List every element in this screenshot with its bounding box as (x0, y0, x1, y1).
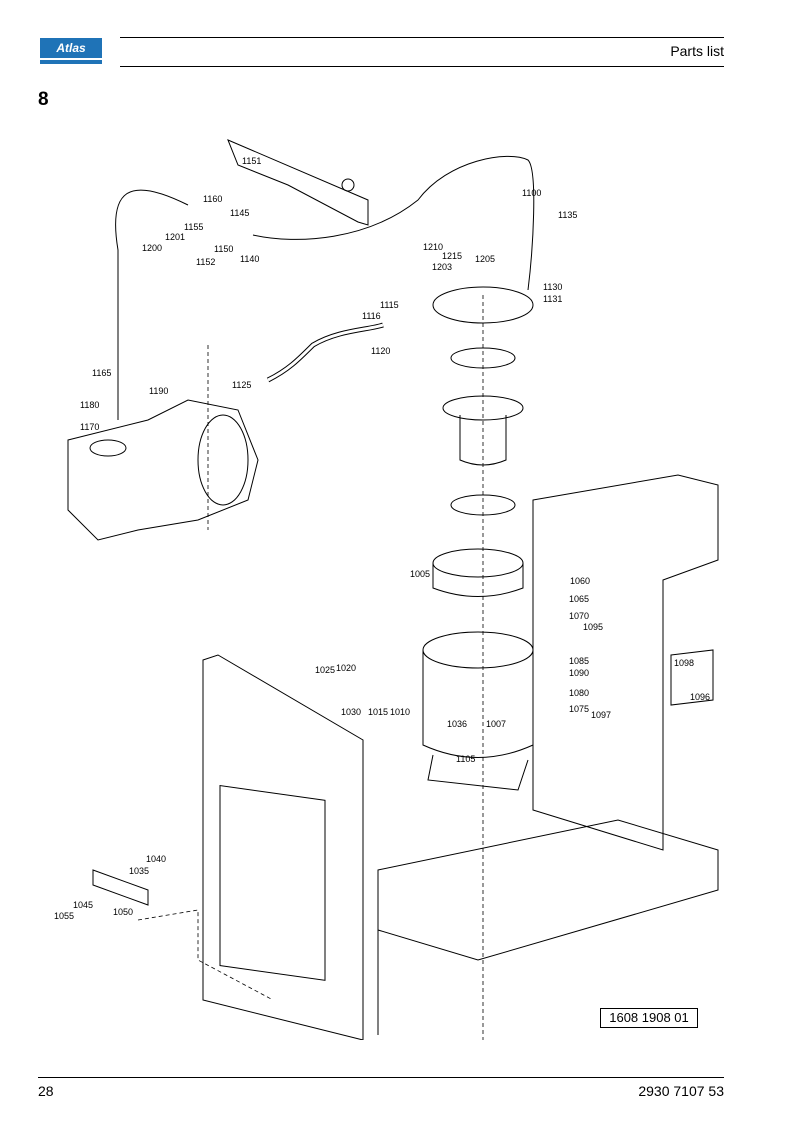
callout-1131: 1131 (543, 294, 562, 304)
callout-1045: 1045 (73, 900, 93, 910)
callout-1130: 1130 (543, 282, 562, 292)
callout-1125: 1125 (232, 380, 251, 390)
callout-1095: 1095 (583, 622, 603, 632)
callout-1155: 1155 (184, 222, 203, 232)
callout-1096: 1096 (690, 692, 710, 702)
header-rule-top (120, 37, 724, 38)
callout-1115: 1115 (380, 300, 399, 310)
atlas-copco-logo: Atlas Copco (40, 38, 102, 75)
oil-pipe-1120 (266, 322, 384, 383)
footer-rule (38, 1077, 724, 1078)
callout-1145: 1145 (230, 208, 249, 218)
oil-separator-vessel (422, 631, 534, 669)
footer-page-number: 28 (38, 1083, 54, 1099)
callout-1180: 1180 (80, 400, 99, 410)
sensor-bracket (92, 869, 149, 906)
callout-1015: 1015 (368, 707, 388, 717)
callout-1005: 1005 (410, 569, 430, 579)
callout-1090: 1090 (569, 668, 589, 678)
compressor-element (67, 399, 259, 541)
callout-1030: 1030 (341, 707, 361, 717)
section-number: 8 (38, 89, 49, 110)
page-title: Parts list (670, 43, 724, 59)
callout-1007: 1007 (486, 719, 506, 729)
callout-1020: 1020 (336, 663, 356, 673)
callout-1098: 1098 (674, 658, 694, 668)
base-frame (377, 819, 719, 961)
callout-1201: 1201 (165, 232, 185, 242)
header-rule-bottom (120, 66, 724, 67)
callout-1210: 1210 (423, 242, 443, 252)
callout-1150: 1150 (214, 244, 233, 254)
logo-underline (40, 60, 102, 64)
logo-wordmark: Atlas Copco (40, 38, 102, 75)
callout-1190: 1190 (149, 386, 168, 396)
mounting-plate (227, 139, 369, 226)
callout-1140: 1140 (240, 254, 259, 264)
callout-1100: 1100 (522, 188, 541, 198)
callout-1070: 1070 (569, 611, 589, 621)
callout-1010: 1010 (390, 707, 410, 717)
callout-1200: 1200 (142, 243, 162, 253)
hose-1135 (115, 189, 189, 420)
callout-1152: 1152 (196, 257, 215, 267)
separator-element (432, 548, 524, 578)
callout-1085: 1085 (569, 656, 589, 666)
callout-1055: 1055 (54, 911, 74, 921)
callout-1035: 1035 (129, 866, 149, 876)
plug-box (670, 649, 714, 706)
callout-1170: 1170 (80, 422, 99, 432)
callout-1040: 1040 (146, 854, 166, 864)
callout-1116: 1116 (362, 311, 381, 321)
door-grille (219, 785, 326, 981)
callout-1060: 1060 (570, 576, 590, 586)
callout-1151: 1151 (242, 156, 261, 166)
callout-1135: 1135 (558, 210, 577, 220)
callout-1065: 1065 (569, 594, 589, 604)
callout-1080: 1080 (569, 688, 589, 698)
callout-1203: 1203 (432, 262, 452, 272)
callout-1050: 1050 (113, 907, 133, 917)
callout-1120: 1120 (371, 346, 390, 356)
callout-1160: 1160 (203, 194, 222, 204)
callout-1097: 1097 (591, 710, 611, 720)
callout-1036: 1036 (447, 719, 467, 729)
callout-1165: 1165 (92, 368, 111, 378)
figure-code: 1608 1908 01 (600, 1008, 698, 1028)
callout-1025: 1025 (315, 665, 335, 675)
frame-right (532, 474, 719, 851)
callout-1075: 1075 (569, 704, 589, 714)
footer-document-number: 2930 7107 53 (638, 1083, 724, 1099)
callout-1105: 1105 (456, 754, 475, 764)
callout-1215: 1215 (442, 251, 462, 261)
door-panel (202, 654, 364, 1040)
callout-1205: 1205 (475, 254, 495, 264)
